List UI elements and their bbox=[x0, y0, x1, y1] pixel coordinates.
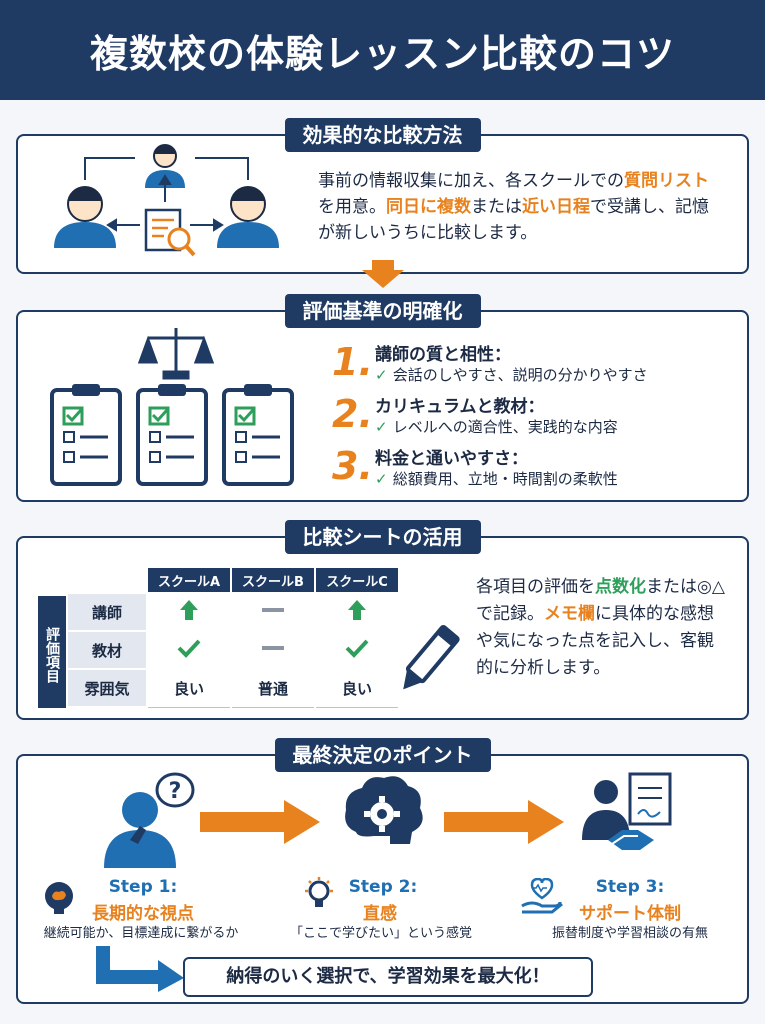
step-title: 直感 bbox=[363, 904, 397, 924]
criterion-title: 講師の質と相性： bbox=[375, 345, 511, 365]
body-text: に具体的な感想や気になった点を記入し、客観的に分析します。 bbox=[476, 604, 714, 678]
clipboard-icons bbox=[50, 384, 294, 486]
table-side-label: 評価項目 bbox=[38, 596, 66, 708]
arrow-icons bbox=[106, 174, 224, 232]
body-text: または bbox=[471, 197, 522, 217]
highlight-text: 質問リスト bbox=[624, 171, 709, 191]
lightbulb-icon bbox=[305, 877, 333, 907]
row-header: 教材 bbox=[66, 630, 148, 670]
right-arrow-icon bbox=[200, 800, 320, 844]
criterion-title: 料金と通いやすさ： bbox=[375, 449, 528, 469]
check-icon: ✓ bbox=[375, 418, 393, 436]
column-header: スクールC bbox=[314, 566, 400, 594]
section-title-final-decision: 最終決定のポイント bbox=[274, 738, 491, 772]
table-cell: 良い bbox=[146, 668, 232, 708]
table-corner bbox=[67, 567, 147, 593]
step-title: サポート体制 bbox=[579, 904, 681, 924]
right-arrow-icon bbox=[444, 800, 564, 844]
criterion-number: 3. bbox=[332, 444, 373, 488]
criterion-title: カリキュラムと教材： bbox=[375, 397, 545, 417]
step-label: Step 1: bbox=[108, 877, 178, 897]
dash-icon bbox=[230, 630, 316, 670]
criterion-desc: ✓ 会話のしやすさ、説明の分かりやすさ bbox=[375, 366, 648, 384]
svg-text:?: ? bbox=[169, 779, 182, 804]
head-brain-icon bbox=[45, 882, 73, 914]
table-row: 雰囲気 良い 普通 良い bbox=[66, 668, 400, 708]
highlight-text: 近い日程 bbox=[522, 197, 590, 217]
column-header: スクールB bbox=[230, 566, 316, 594]
connector-lines bbox=[84, 157, 249, 180]
section-title-comparison-sheet: 比較シートの活用 bbox=[284, 520, 481, 554]
comparison-table: スクールA スクールB スクールC 講師 教材 雰囲気 良い 普通 良い bbox=[66, 566, 400, 708]
step-description: 継続可能か、目標達成に繋がるか bbox=[43, 926, 239, 941]
checklist-illustration bbox=[50, 328, 294, 486]
highlight-text: メモ欄 bbox=[544, 604, 595, 624]
table-header-row: スクールA スクールB スクールC bbox=[67, 566, 400, 594]
step-label: Step 2: bbox=[348, 877, 418, 897]
step-title: 長期的な視点 bbox=[92, 904, 194, 924]
person-icon-right bbox=[217, 186, 279, 248]
column-header: スクールA bbox=[146, 566, 232, 594]
people-comparison-illustration bbox=[54, 144, 279, 257]
body-text: を用意。 bbox=[318, 197, 386, 217]
section-title-evaluation-criteria: 評価基準の明確化 bbox=[284, 294, 481, 328]
table-row: 教材 bbox=[66, 630, 400, 670]
body-text: で受講し、記憶が新しいうちに比較します。 bbox=[318, 197, 709, 243]
thinking-person-icon: ? bbox=[104, 772, 195, 868]
section-title-comparison-method: 効果的な比較方法 bbox=[284, 118, 481, 152]
agreement-handshake-icon bbox=[582, 772, 672, 850]
check-icon: ✓ bbox=[375, 366, 393, 384]
comparison-method-text: 事前の情報収集に加え、各スクールでの質問リストを用意。同日に複数または近い日程で… bbox=[318, 168, 723, 246]
dash-icon bbox=[230, 592, 316, 632]
conclusion-banner: 納得のいく選択で、学習効果を最大化！ bbox=[183, 957, 593, 997]
step-description: 振替制度や学習相談の有無 bbox=[551, 926, 708, 941]
row-header: 講師 bbox=[66, 592, 148, 632]
row-header: 雰囲気 bbox=[66, 668, 148, 708]
heart-hand-icon bbox=[521, 878, 563, 914]
highlight-text: 点数化 bbox=[595, 577, 646, 597]
criterion-number: 2. bbox=[332, 392, 373, 436]
comparison-sheet-text: 各項目の評価を点数化または◎△で記録。メモ欄に具体的な感想や気になった点を記入し… bbox=[476, 574, 728, 682]
header-bar: 複数校の体験レッスン比較のコツ bbox=[0, 0, 765, 100]
step-label: Step 3: bbox=[595, 877, 665, 897]
table-cell: 良い bbox=[314, 668, 400, 708]
table-row: 講師 bbox=[66, 592, 400, 632]
page-title: 複数校の体験レッスン比較のコツ bbox=[89, 31, 675, 76]
document-magnifier-icon bbox=[144, 208, 196, 257]
check-icon: ✓ bbox=[375, 470, 393, 488]
up-arrow-icon bbox=[146, 592, 232, 632]
table-cell: 普通 bbox=[230, 668, 316, 708]
down-arrow-icon bbox=[362, 260, 404, 288]
body-text: 各項目の評価を bbox=[476, 577, 595, 597]
highlight-text: 同日に複数 bbox=[386, 197, 471, 217]
scale-icon bbox=[137, 328, 215, 380]
body-text: または◎△で記録。 bbox=[476, 577, 725, 624]
body-text: 事前の情報収集に加え、各スクールでの bbox=[318, 171, 624, 191]
person-icon-left bbox=[54, 186, 116, 248]
up-arrow-icon bbox=[314, 592, 400, 632]
turn-right-arrow-icon bbox=[96, 946, 184, 992]
criterion-desc: ✓ レベルへの適合性、実践的な内容 bbox=[375, 418, 618, 436]
brain-gear-icon bbox=[345, 776, 423, 844]
check-icon bbox=[146, 630, 232, 670]
pencil-icon bbox=[403, 625, 460, 690]
check-icon bbox=[314, 630, 400, 670]
criterion-desc: ✓ 総額費用、立地・時間割の柔軟性 bbox=[375, 470, 618, 488]
step-description: 「ここで学びたい」という感覚 bbox=[289, 926, 472, 941]
criterion-number: 1. bbox=[332, 340, 373, 384]
